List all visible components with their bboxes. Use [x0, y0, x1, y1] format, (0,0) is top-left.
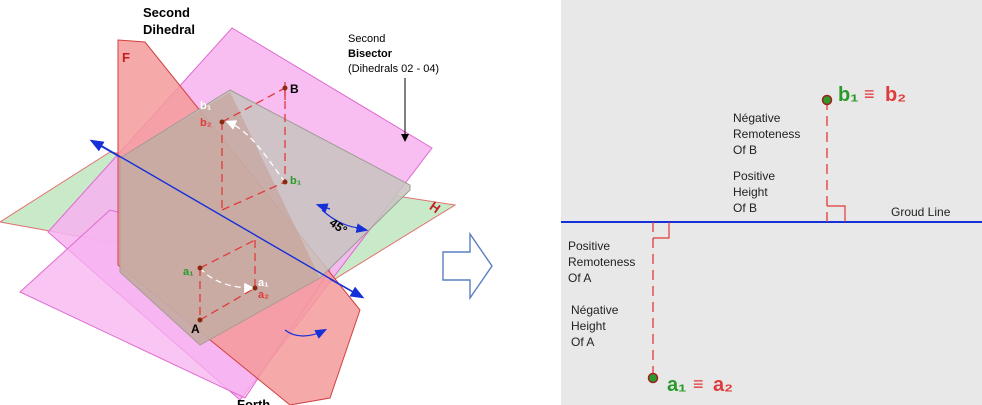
projection-lines: [199, 87, 286, 321]
point-b1: [282, 179, 288, 185]
neg-remote-b-2: Remoteness: [733, 127, 800, 141]
pos-height-b-1: Positive: [733, 169, 775, 183]
bisector-dihedrals: (Dihedrals 02 - 04): [348, 63, 439, 75]
point-a1-a2: [647, 372, 659, 384]
axis-line: [94, 141, 361, 297]
label-forth: Forth: [237, 397, 270, 405]
bisector-title: Bisector: [348, 48, 393, 60]
label-a2-right: a₂: [713, 374, 733, 396]
label-b1-green: b₁: [290, 175, 302, 187]
right-panel-bg: [561, 0, 982, 405]
label-b1-white: b₁: [200, 100, 212, 112]
neg-remote-b-3: Of B: [733, 143, 757, 157]
angle-arc-bottom: [284, 328, 328, 339]
ground-line-label: Groud Line: [891, 205, 951, 219]
label-b2-right: b₂: [885, 84, 906, 106]
right-angle-b: [827, 205, 846, 222]
right-angle-a: [653, 222, 670, 239]
plane-overlap: [120, 92, 320, 345]
neg-height-a-1: Négative: [571, 303, 619, 317]
pos-height-b-2: Height: [733, 185, 768, 199]
title-dihedral: Dihedral: [143, 22, 195, 37]
label-b2: b₂: [200, 117, 212, 129]
rotation-arc-b: [225, 120, 286, 183]
right-epure-figure: b₁ ≡ b₂ a₁ ≡ a₂ Négative Remoteness Of B…: [561, 0, 982, 405]
point-b2: [219, 119, 225, 125]
point-A: [197, 317, 203, 323]
label-A: A: [191, 322, 200, 336]
neg-height-a-2: Height: [571, 319, 606, 333]
label-B: B: [290, 82, 299, 96]
label-a1-white: a₁: [258, 277, 269, 289]
label-a2: a₂: [258, 289, 269, 301]
neg-height-a-3: Of A: [571, 335, 594, 349]
label-b1: b₁: [838, 84, 859, 106]
bisector-second: Second: [348, 33, 385, 45]
label-a1: a₁: [667, 374, 686, 396]
rotation-arc-a: [199, 267, 255, 294]
pos-remote-a-1: Positive: [568, 239, 610, 253]
pos-height-b-3: Of B: [733, 201, 757, 215]
plane-F-label: F: [122, 50, 130, 65]
point-B: [282, 85, 288, 91]
point-a1: [197, 265, 203, 271]
label-a1-green: a₁: [183, 266, 194, 278]
pos-remote-a-2: Remoteness: [568, 255, 635, 269]
point-b1-b2: [821, 94, 833, 106]
label-a-equiv: ≡: [693, 374, 704, 394]
pos-remote-a-3: Of A: [568, 271, 591, 285]
neg-remote-b-1: Négative: [733, 111, 781, 125]
title-second: Second: [143, 5, 190, 20]
left-3d-figure: Second Dihedral Second Bisector (Dihedra…: [0, 5, 457, 405]
right-arrow-icon: [442, 231, 493, 301]
label-b-equiv: ≡: [864, 84, 875, 104]
point-a2: [252, 285, 258, 291]
